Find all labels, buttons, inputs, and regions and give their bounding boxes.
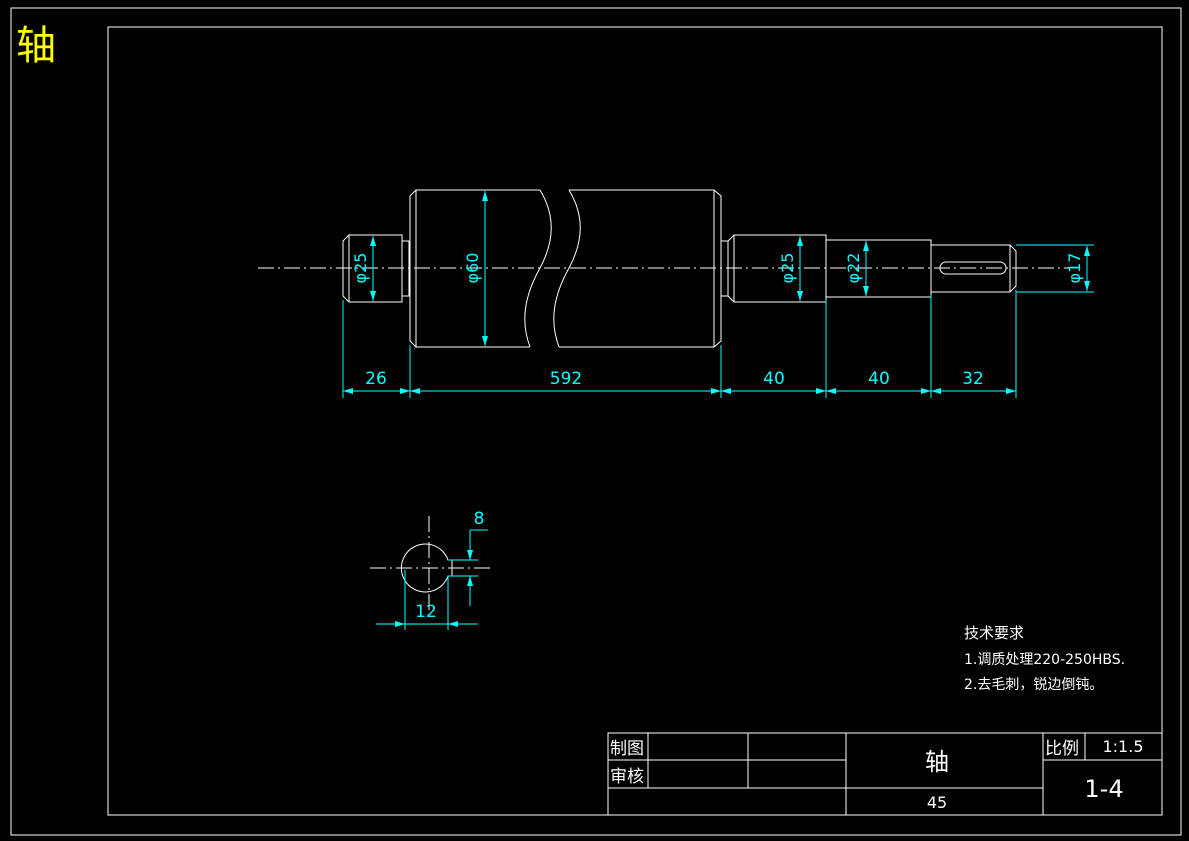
dim-text-phi60: φ60 <box>463 253 482 284</box>
shaft-end-phi17 <box>931 244 1017 293</box>
title-block: 制图 审核 轴 45 比例 1:1.5 1-4 <box>607 732 1163 816</box>
technical-requirements: 技术要求 1.调质处理220-250HBS. 2.去毛刺，锐边倒钝。 <box>964 624 1125 693</box>
break-curve-left <box>524 189 552 348</box>
tech-req-item: 2.去毛刺，锐边倒钝。 <box>964 677 1103 693</box>
tb-scale-label: 比例 <box>1045 739 1079 759</box>
dim-text-12: 12 <box>415 602 437 622</box>
tb-checked-label: 审核 <box>610 767 644 787</box>
tech-req-item: 1.调质处理220-250HBS. <box>964 652 1125 668</box>
dim-text-40a: 40 <box>763 369 785 389</box>
dim-text-phi22: φ22 <box>844 253 863 284</box>
tech-req-heading: 技术要求 <box>964 624 1024 642</box>
break-curve-right <box>553 189 581 348</box>
keyway-section-view: 8 12 <box>370 509 492 630</box>
corner-title: 轴 <box>16 23 56 69</box>
tb-drawing-number: 1-4 <box>1084 775 1123 803</box>
dim-text-phi17: φ17 <box>1065 253 1084 284</box>
dim-text-phi25-right: φ25 <box>778 253 797 284</box>
dim-text-32: 32 <box>962 369 984 389</box>
dim-text-40b: 40 <box>868 369 890 389</box>
dim-text-26: 26 <box>365 369 387 389</box>
outer-frame <box>10 7 1182 836</box>
shaft-main-view <box>258 189 1070 348</box>
tb-part-name: 轴 <box>925 748 949 776</box>
dim-text-phi25-left: φ25 <box>351 253 370 284</box>
left-groove <box>402 240 410 297</box>
inner-frame <box>107 26 1163 816</box>
tb-drawn-label: 制图 <box>610 739 644 759</box>
title-block-border <box>607 732 1163 816</box>
keyway-slot <box>939 261 1007 275</box>
section-outline <box>400 543 453 593</box>
main-body-right <box>559 189 722 348</box>
dim-text-8: 8 <box>474 509 485 529</box>
tb-material: 45 <box>927 793 947 812</box>
tb-scale-value: 1:1.5 <box>1102 737 1143 756</box>
step-phi22 <box>825 239 932 298</box>
main-dimensions: 26 592 40 40 32 φ25 φ60 φ25 φ22 φ17 <box>342 191 1094 398</box>
main-body-left <box>409 189 540 348</box>
dim-text-592: 592 <box>550 369 582 389</box>
